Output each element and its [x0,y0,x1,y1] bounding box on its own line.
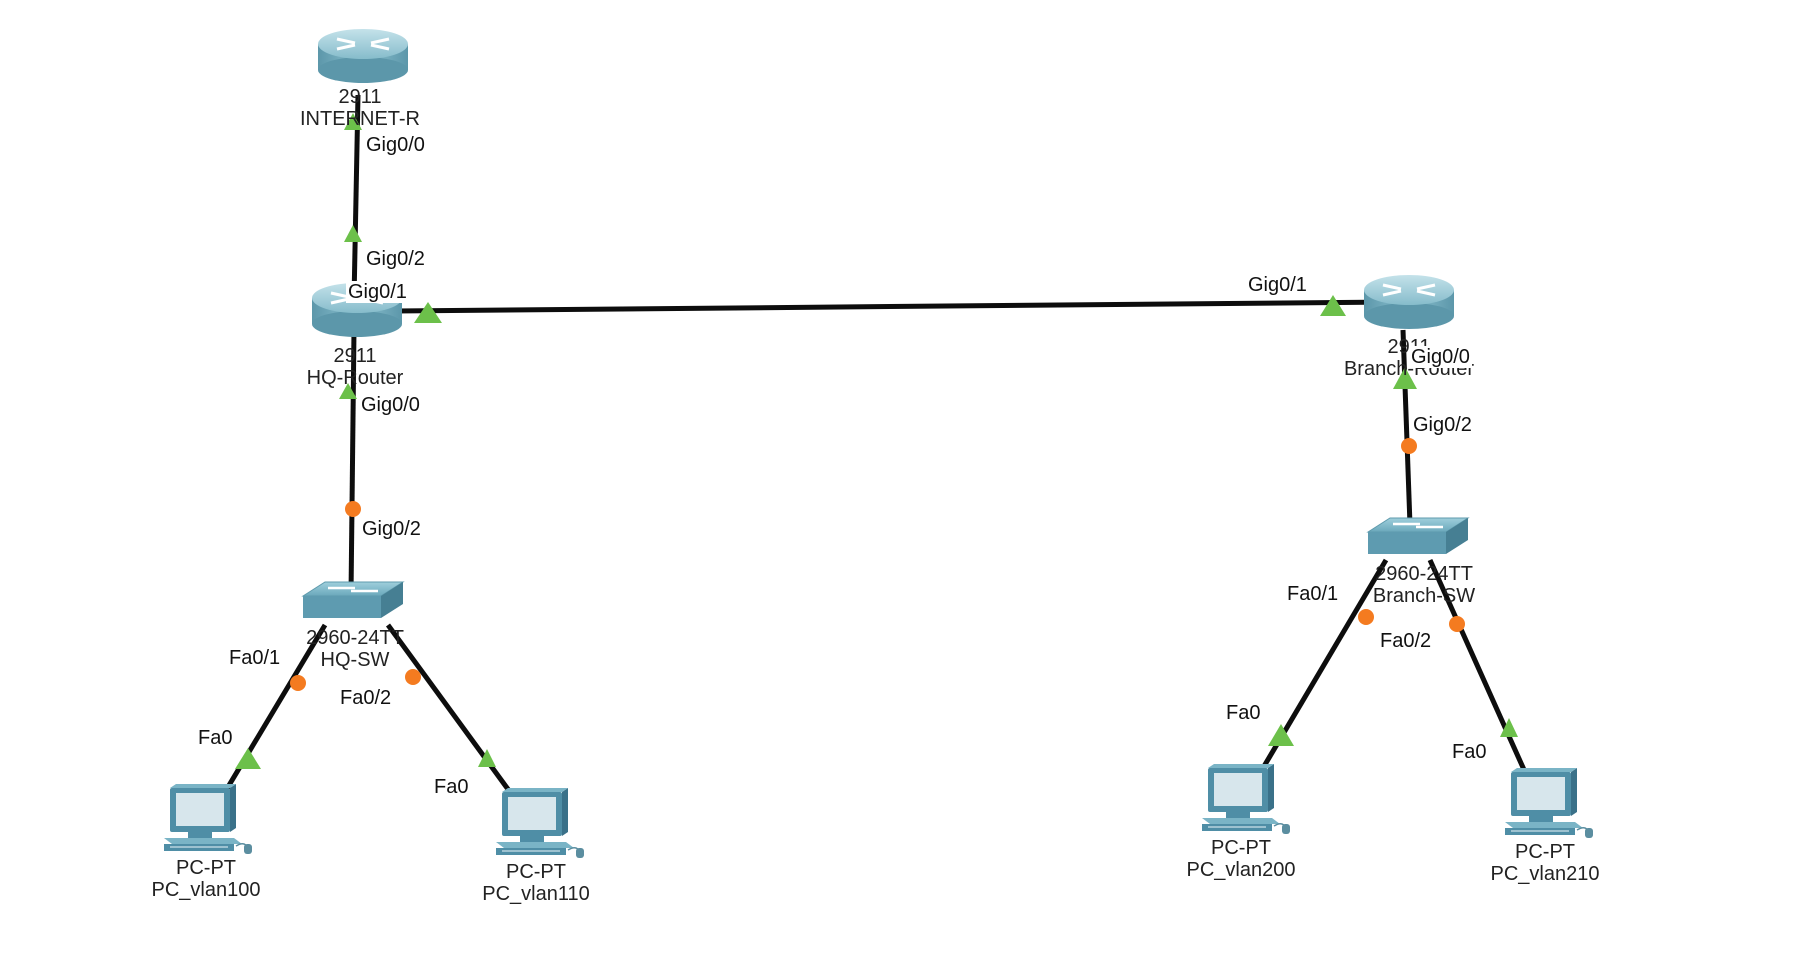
device-model: PC-PT [176,857,236,879]
link-orange-indicator [345,501,361,517]
device-name: HQ-Router [306,367,404,389]
device-name: INTERNET-R [300,108,420,130]
port-label: Fa0 [432,776,471,798]
device-name: PC_vlan200 [1186,859,1296,881]
router-icon[interactable] [1362,273,1456,331]
port-label: Gig0/0 [359,394,422,416]
link-orange-indicator [1358,609,1374,625]
device-model: PC-PT [1211,837,1271,859]
port-label: Gig0/0 [364,134,427,156]
device-label-hq-router: 2911 HQ-Router [307,345,404,389]
switch-icon[interactable] [301,580,405,620]
device-model: PC-PT [1515,841,1575,863]
device-name: Branch-SW [1372,585,1476,607]
device-model: 2960-24TT [1375,563,1473,585]
link-up-indicator [339,383,357,399]
device-name: PC_vlan210 [1490,863,1600,885]
link-hq-hqsw[interactable] [348,329,357,596]
port-label: Gig0/2 [364,248,427,270]
port-label: Gig0/0 [1409,346,1472,368]
switch-icon[interactable] [1366,516,1470,556]
link-up-indicator [414,302,442,323]
device-model: 2911 [333,345,377,367]
device-label-pc-vlan100: PC-PT PC_vlan100 [152,857,261,901]
port-label: Fa0 [196,727,235,749]
link-up-indicator [235,748,261,769]
pc-icon[interactable] [495,787,585,859]
port-label: Fa0/1 [1285,583,1341,605]
device-model: 2911 [338,86,382,108]
port-label: Fa0 [1224,702,1263,724]
link-orange-indicator [1401,438,1417,454]
device-label-internet-router: 2911 INTERNET-R [300,86,420,130]
link-up-indicator [344,225,362,242]
device-label-branch-switch: 2960-24TT Branch-SW [1373,563,1475,607]
router-icon[interactable] [316,27,410,85]
port-label: Gig0/1 [346,281,409,303]
link-orange-indicator [405,669,421,685]
device-label-pc-vlan200: PC-PT PC_vlan200 [1187,837,1296,881]
link-up-indicator [1500,718,1518,737]
port-label: Fa0 [1450,741,1489,763]
pc-icon[interactable] [1504,767,1594,839]
device-label-hq-switch: 2960-24TT HQ-SW [306,627,404,671]
link-up-indicator [344,113,362,130]
port-label: Fa0/2 [338,687,394,709]
link-up-indicator [1320,295,1346,316]
link-hq-branch[interactable] [394,299,1396,314]
port-label: Gig0/2 [1411,414,1474,436]
device-label-pc-vlan210: PC-PT PC_vlan210 [1491,841,1600,885]
device-name: PC_vlan110 [482,883,590,905]
port-label: Gig0/1 [1246,274,1309,296]
link-up-indicator [1393,367,1417,389]
device-model: PC-PT [505,861,566,883]
link-up-indicator [1268,724,1294,746]
port-label: Gig0/2 [360,518,423,540]
port-label: Fa0/1 [227,647,283,669]
pc-icon[interactable] [163,783,253,855]
link-branch-brsw[interactable] [1400,329,1413,526]
device-name: HQ-SW [320,649,390,671]
device-model: 2960-24TT [306,627,404,649]
link-up-indicator [478,749,496,767]
link-orange-indicator [290,675,306,691]
port-label: Fa0/2 [1378,630,1434,652]
device-label-pc-vlan110: PC-PT PC_vlan110 [482,861,589,905]
link-orange-indicator [1449,616,1465,632]
device-name: PC_vlan100 [151,879,261,901]
pc-icon[interactable] [1201,763,1291,835]
